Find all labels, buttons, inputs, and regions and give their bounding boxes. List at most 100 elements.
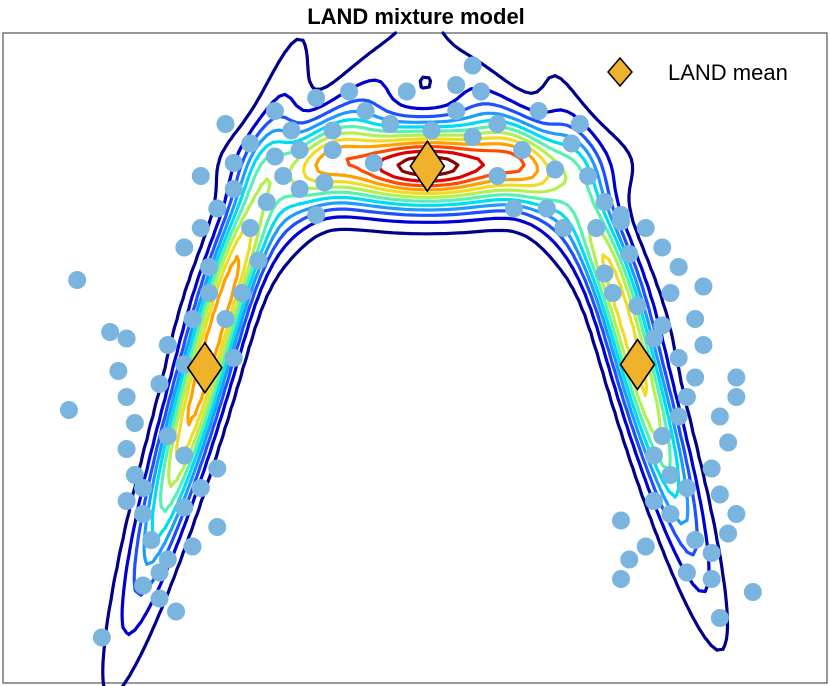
sample-point xyxy=(68,271,87,289)
land-mean-marker xyxy=(186,341,223,395)
sample-point xyxy=(241,134,260,153)
sample-point xyxy=(158,427,177,445)
sample-point xyxy=(381,115,400,133)
land-mean-marker xyxy=(409,139,446,193)
sample-point xyxy=(117,388,136,406)
sample-point xyxy=(546,160,565,179)
chart-title: LAND mixture model xyxy=(307,4,525,29)
sample-point xyxy=(158,550,177,569)
sample-point xyxy=(315,173,334,192)
land-means xyxy=(186,139,656,395)
sample-point xyxy=(669,349,688,367)
sample-point xyxy=(92,628,111,647)
sample-point xyxy=(644,446,663,465)
sample-point xyxy=(710,609,729,627)
sample-point xyxy=(653,238,672,257)
sample-point xyxy=(743,583,762,601)
sample-point xyxy=(134,576,153,595)
sample-point xyxy=(463,56,482,75)
legend-label: LAND mean xyxy=(668,60,788,85)
sample-point xyxy=(612,212,630,231)
legend: LAND mean xyxy=(607,56,788,88)
sample-point xyxy=(340,82,359,101)
sample-point xyxy=(175,238,194,257)
sample-point xyxy=(447,102,466,120)
sample-point xyxy=(364,154,383,172)
sample-point xyxy=(727,368,746,387)
sample-point xyxy=(290,180,309,198)
sample-point xyxy=(125,466,144,484)
sample-point xyxy=(702,459,721,478)
sample-point xyxy=(125,414,144,432)
sample-point xyxy=(241,219,260,237)
sample-point xyxy=(562,134,581,153)
sample-point xyxy=(249,251,268,270)
sample-point xyxy=(150,563,169,582)
sample-point xyxy=(579,167,598,185)
sample-point xyxy=(661,466,680,484)
sample-point xyxy=(447,76,466,94)
land-mean-marker xyxy=(619,338,656,391)
sample-point xyxy=(628,297,647,315)
sample-point xyxy=(620,245,639,263)
sample-point xyxy=(323,121,342,140)
sample-point xyxy=(710,485,729,504)
sample-point xyxy=(636,537,655,556)
sample-points xyxy=(59,56,762,647)
sample-point xyxy=(175,498,194,517)
sample-point xyxy=(702,544,721,562)
sample-point xyxy=(191,167,210,185)
sample-point xyxy=(307,206,326,224)
sample-point xyxy=(702,570,721,588)
sample-point xyxy=(142,531,161,549)
sample-point xyxy=(636,219,655,237)
sample-point xyxy=(150,589,169,608)
sample-point xyxy=(117,440,136,458)
sample-point xyxy=(727,505,746,523)
sample-point xyxy=(488,115,507,133)
sample-point xyxy=(694,277,713,296)
sample-point xyxy=(620,550,639,569)
sample-point xyxy=(216,115,235,133)
sample-point xyxy=(134,479,153,497)
sample-point xyxy=(191,219,210,237)
sample-point xyxy=(710,407,729,426)
sample-point xyxy=(158,336,177,354)
sample-point xyxy=(677,388,696,406)
sample-point xyxy=(356,102,375,120)
sample-point xyxy=(677,479,696,497)
sample-point xyxy=(397,82,416,101)
sample-point xyxy=(686,368,705,387)
sample-point xyxy=(669,258,688,276)
sample-point xyxy=(232,284,251,302)
sample-point xyxy=(59,401,78,419)
legend-diamond-marker xyxy=(607,56,633,88)
sample-point xyxy=(307,89,326,107)
sample-point xyxy=(644,329,663,348)
sample-point xyxy=(513,141,532,159)
sample-point xyxy=(719,433,738,452)
sample-point xyxy=(422,121,441,140)
sample-point xyxy=(216,310,235,328)
sample-point xyxy=(504,199,523,218)
sample-point xyxy=(224,180,243,198)
sample-point xyxy=(257,193,276,211)
sample-point xyxy=(117,329,136,348)
sample-point xyxy=(488,167,507,185)
sample-point xyxy=(653,316,672,335)
sample-point xyxy=(587,219,606,237)
sample-point xyxy=(719,524,738,543)
sample-point xyxy=(109,362,128,380)
sample-point xyxy=(529,102,548,120)
sample-point xyxy=(134,505,153,523)
sample-point xyxy=(323,141,342,159)
sample-point xyxy=(101,323,120,341)
sample-point xyxy=(727,388,746,406)
sample-point xyxy=(537,199,556,218)
sample-point xyxy=(117,492,136,510)
sample-point xyxy=(224,349,243,367)
sample-point xyxy=(471,82,490,101)
sample-point xyxy=(644,492,663,510)
sample-point xyxy=(554,219,573,237)
sample-point xyxy=(603,284,622,302)
